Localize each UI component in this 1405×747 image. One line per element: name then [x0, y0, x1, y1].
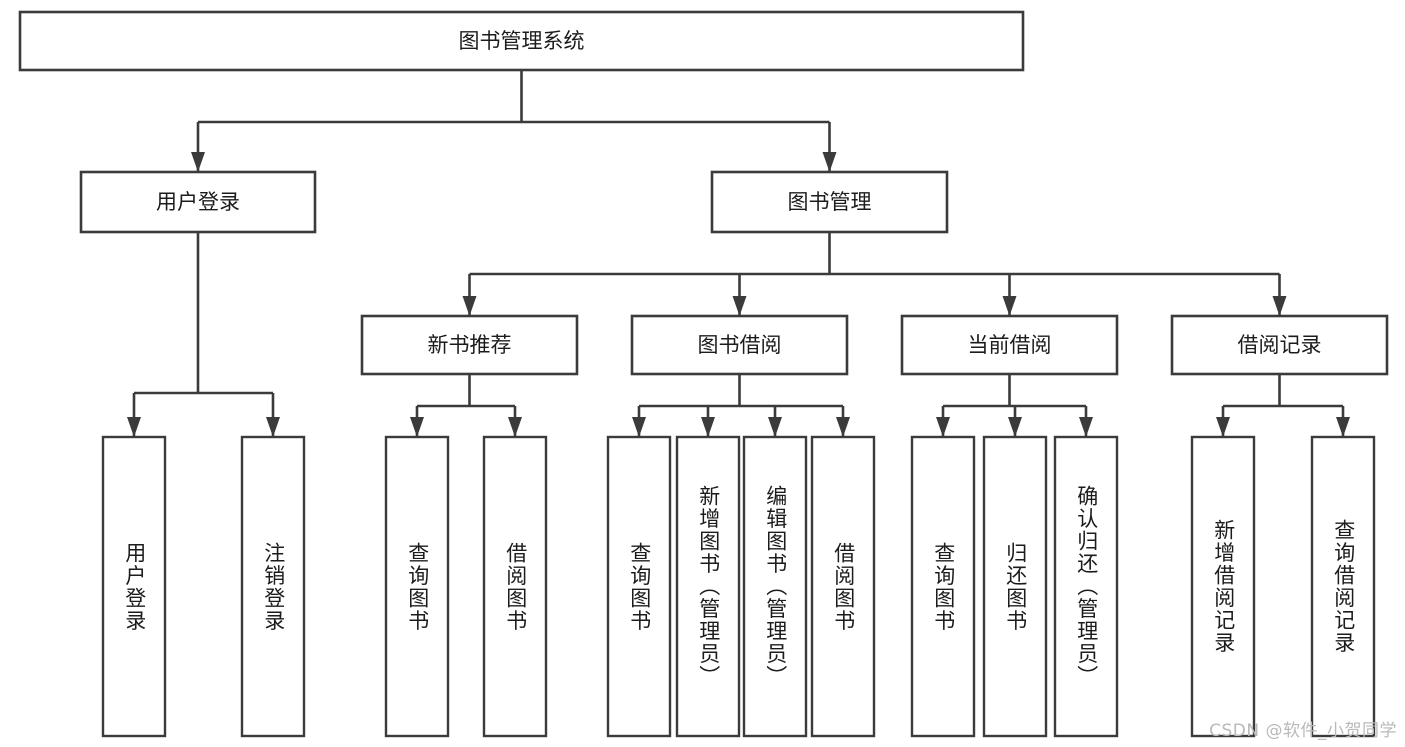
node-box-book-manage[interactable] [710, 170, 949, 234]
node-box-layer [18, 10, 1389, 738]
node-label-borrow-record: 借阅记录 [1238, 333, 1322, 357]
node-box-new-book-recommend[interactable] [360, 314, 579, 376]
arrowhead-leaf-add-borrow-record [1216, 417, 1230, 437]
node-label-book-manage: 图书管理 [788, 190, 872, 214]
node-box-leaf-logout[interactable] [240, 435, 306, 738]
arrowhead-leaf-query-book-borrow [632, 417, 646, 437]
node-box-root[interactable] [18, 10, 1025, 72]
node-box-book-borrow[interactable] [630, 314, 849, 376]
node-box-borrow-record[interactable] [1170, 314, 1389, 376]
arrowhead-leaf-query-book-current [936, 417, 950, 437]
arrowhead-leaf-user-login [127, 417, 141, 437]
node-box-leaf-return-book[interactable] [982, 435, 1048, 738]
arrowhead-leaf-borrow-book [836, 417, 850, 437]
node-label-current-borrow: 当前借阅 [968, 333, 1052, 357]
arrowhead-leaf-add-book-admin [701, 417, 715, 437]
node-box-leaf-add-borrow-record[interactable] [1190, 435, 1256, 738]
arrowhead-leaf-confirm-return-admin [1079, 417, 1093, 437]
node-box-leaf-edit-book-admin[interactable] [742, 435, 808, 738]
arrowhead-borrow-record [1272, 296, 1287, 316]
node-box-leaf-query-book-borrow[interactable] [606, 435, 672, 738]
arrowhead-leaf-query-borrow-record [1336, 417, 1350, 437]
arrowhead-new-book-recommend [462, 296, 477, 316]
node-box-leaf-add-book-admin[interactable] [675, 435, 741, 738]
connector-layer [127, 70, 1350, 437]
arrowhead-book-manage [822, 152, 837, 172]
node-box-leaf-borrow-book-recommend[interactable] [482, 435, 548, 738]
node-label-book-borrow: 图书借阅 [698, 333, 782, 357]
node-label-new-book-recommend: 新书推荐 [428, 333, 512, 357]
node-box-leaf-query-borrow-record[interactable] [1310, 435, 1376, 738]
node-box-leaf-query-book-recommend[interactable] [384, 435, 450, 738]
node-label-user-login: 用户登录 [156, 190, 240, 214]
arrowhead-leaf-borrow-book-recommend [508, 417, 522, 437]
node-box-leaf-query-book-current[interactable] [910, 435, 976, 738]
arrowhead-leaf-return-book [1008, 417, 1022, 437]
node-box-leaf-borrow-book[interactable] [810, 435, 876, 738]
arrowhead-user-login [191, 152, 205, 172]
node-label-root: 图书管理系统 [459, 29, 585, 53]
arrowhead-book-borrow [732, 296, 747, 316]
arrowhead-leaf-logout [266, 417, 280, 437]
csdn-watermark: CSDN @软件_小贺同学 [1209, 721, 1397, 741]
arrowhead-current-borrow [1002, 296, 1017, 316]
node-box-leaf-confirm-return-admin[interactable] [1053, 435, 1119, 738]
node-box-user-login[interactable] [79, 170, 317, 234]
node-box-leaf-user-login[interactable] [101, 435, 167, 738]
arrowhead-leaf-query-book-recommend [410, 417, 424, 437]
node-box-current-borrow[interactable] [900, 314, 1119, 376]
arrowhead-leaf-edit-book-admin [768, 417, 782, 437]
